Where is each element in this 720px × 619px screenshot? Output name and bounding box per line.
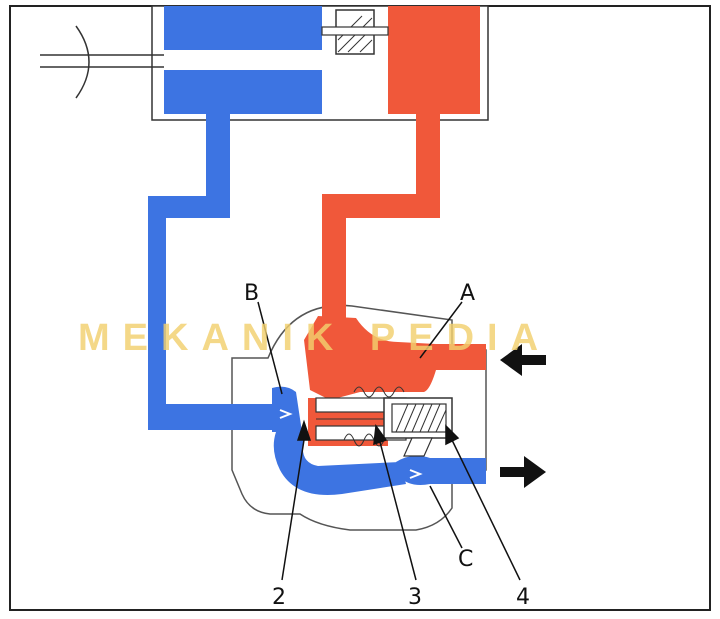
- leader-arrow-3: [373, 423, 388, 446]
- actuator-cylinder: [40, 5, 489, 121]
- low-pressure-port-B: [272, 386, 302, 432]
- label-C: C: [458, 547, 473, 572]
- watermark-text: MEKANIK PEDIA: [78, 317, 551, 359]
- actuator-low-pressure-chamber-lower: [164, 70, 322, 114]
- spring-chamber-4: [383, 397, 453, 457]
- low-pressure-pipe-left: [148, 112, 296, 430]
- label-2: 2: [272, 585, 286, 610]
- outlet-arrow-icon: [500, 456, 546, 488]
- high-pressure-port-A: [304, 316, 486, 400]
- label-A: A: [460, 281, 475, 306]
- label-3: 3: [408, 585, 422, 610]
- leader-arrow-4: [445, 424, 460, 446]
- leader-arrow-2: [296, 419, 312, 441]
- actuator-low-pressure-chamber-upper: [164, 6, 322, 50]
- leader-line-3: [379, 441, 417, 581]
- leader-line-C: [429, 485, 463, 549]
- label-4: 4: [516, 585, 530, 610]
- high-pressure-pipe: [322, 112, 440, 330]
- leader-line-B: [257, 301, 283, 395]
- leader-line-A: [419, 301, 463, 359]
- leader-line-4: [451, 439, 521, 581]
- low-pressure-return-passage: [273, 432, 406, 495]
- leader-line-2: [281, 439, 305, 581]
- label-B: B: [244, 281, 259, 306]
- inlet-arrow-icon: [500, 344, 546, 376]
- actuator-high-pressure-chamber: [388, 6, 480, 114]
